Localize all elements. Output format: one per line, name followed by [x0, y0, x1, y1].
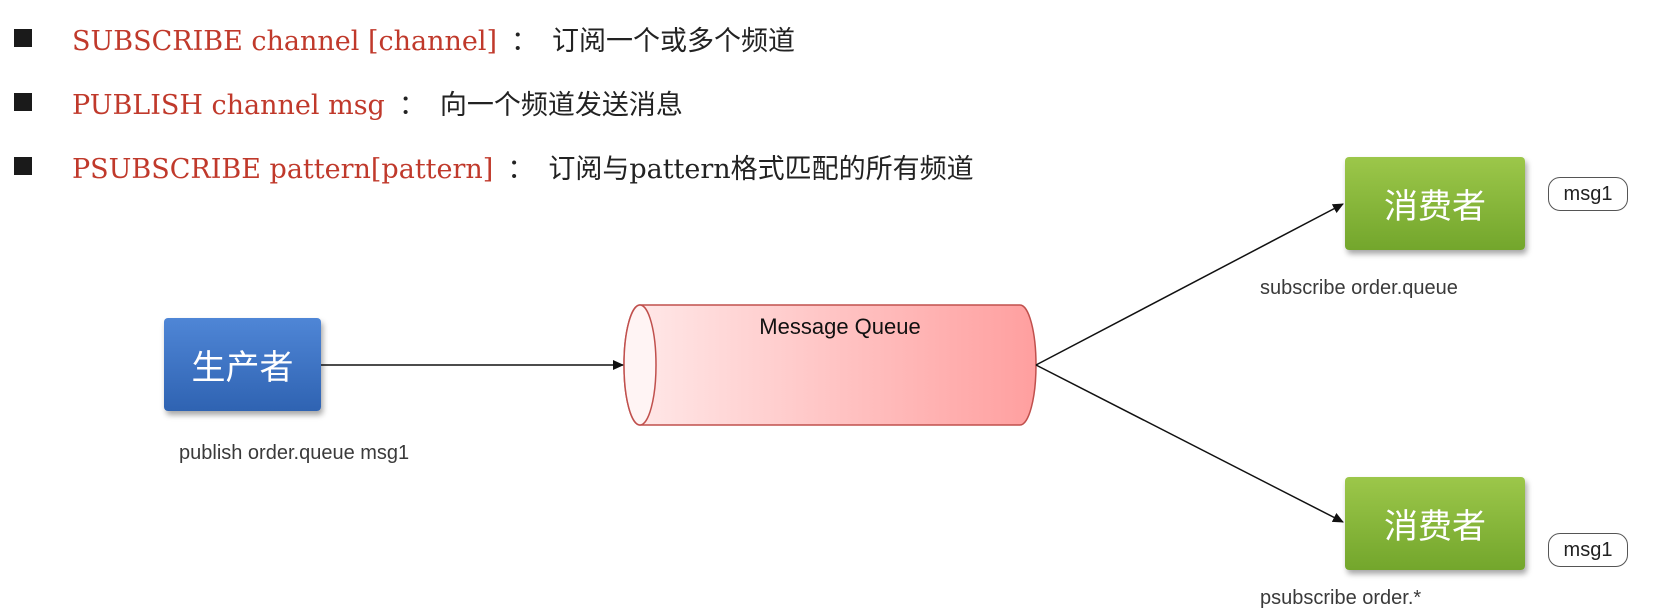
separator: ： — [507, 153, 535, 185]
separator: ： — [511, 25, 539, 57]
command-text: PSUBSCRIBE pattern[pattern] — [72, 153, 494, 185]
bullet-row-psubscribe: PSUBSCRIBE pattern[pattern] ： 订阅与pattern… — [0, 146, 1100, 186]
description-text: 订阅一个或多个频道 — [552, 25, 796, 57]
bullet-square-icon — [14, 93, 32, 111]
consumer-box-1: 消费者 — [1345, 157, 1525, 250]
queue-to-consumer-1-arrow — [1035, 203, 1344, 366]
bullet-row-publish: PUBLISH channel msg ： 向一个频道发送消息 — [0, 82, 1100, 122]
separator: ： — [398, 89, 426, 121]
bullet-square-icon — [14, 157, 32, 175]
message-queue-cylinder — [623, 304, 1037, 426]
queue-label: Message Queue — [759, 314, 921, 339]
consumer-label: 消费者 — [1384, 507, 1486, 547]
producer-label: 生产者 — [191, 348, 294, 388]
producer-box: 生产者 — [164, 318, 321, 411]
queue-to-consumer-2-arrow — [1035, 364, 1344, 523]
consumer-1-caption: subscribe order.queue — [1260, 277, 1458, 299]
description-text: 向一个频道发送消息 — [439, 89, 683, 121]
bullet-square-icon — [14, 29, 32, 47]
description-text: 订阅与pattern格式匹配的所有频道 — [548, 153, 974, 185]
command-text: PUBLISH channel msg — [72, 89, 385, 121]
consumer-2-caption: psubscribe order.* — [1260, 587, 1422, 609]
consumer-label: 消费者 — [1384, 187, 1486, 227]
consumer-box-2: 消费者 — [1345, 477, 1525, 570]
message-badge-2: msg1 — [1548, 533, 1628, 567]
bullet-row-subscribe: SUBSCRIBE channel [channel] ： 订阅一个或多个频道 — [0, 18, 1100, 58]
producer-caption: publish order.queue msg1 — [179, 442, 410, 464]
message-badge-1: msg1 — [1548, 177, 1628, 211]
command-text: SUBSCRIBE channel [channel] — [72, 25, 498, 57]
